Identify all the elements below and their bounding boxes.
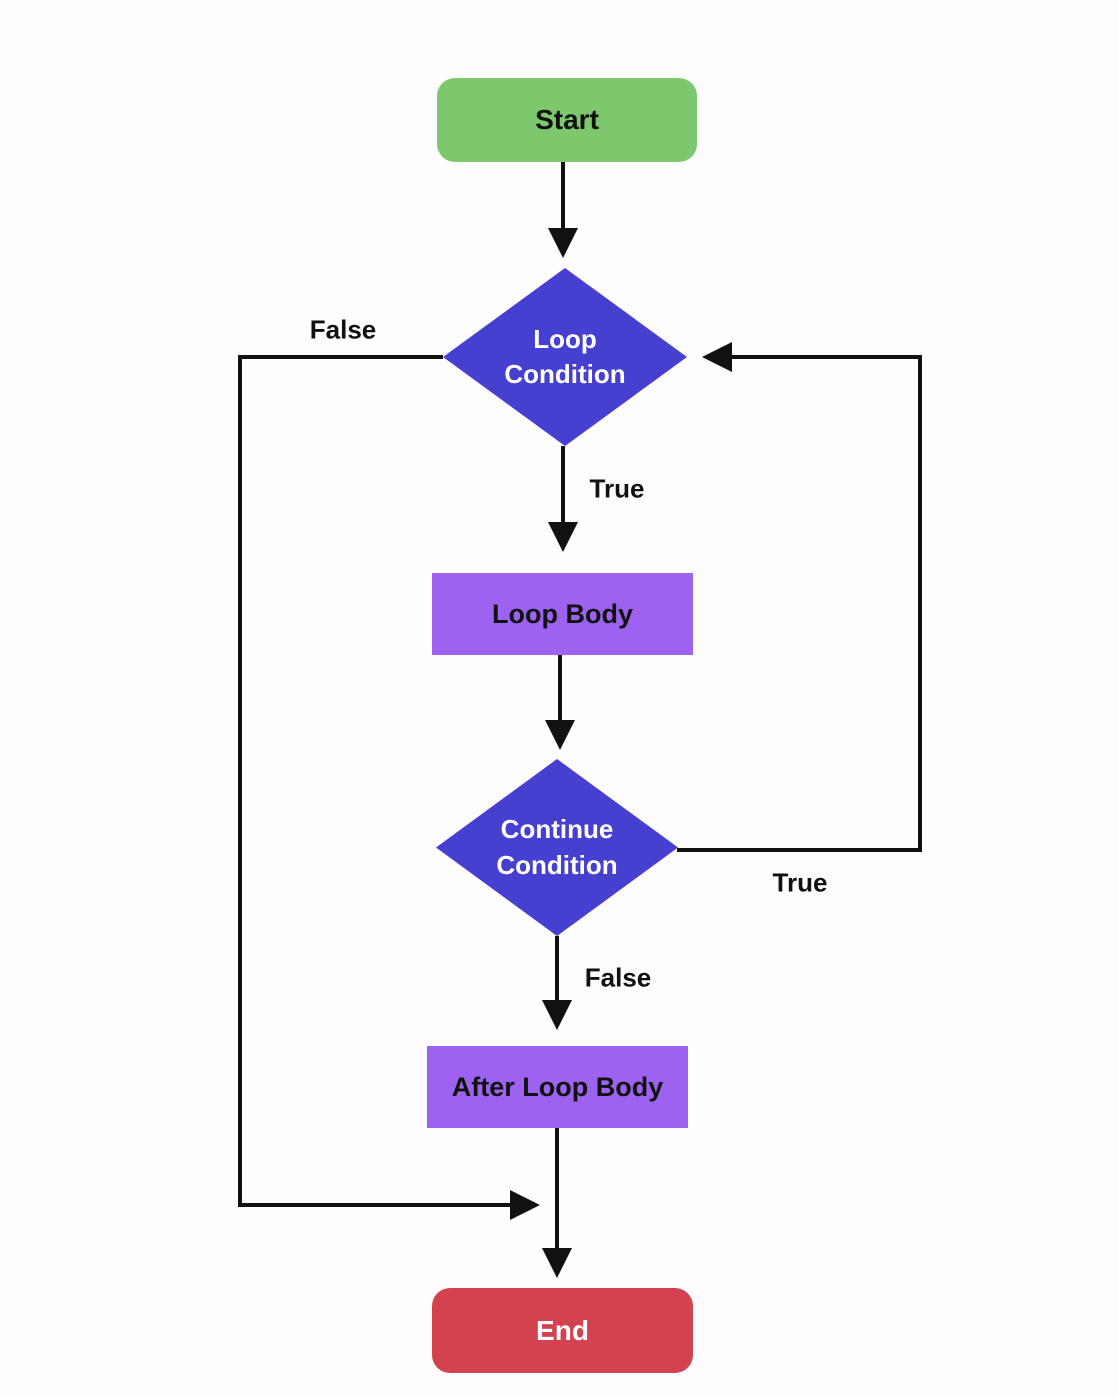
- flowchart-node-after-loop-body: After Loop Body: [427, 1046, 688, 1128]
- edge-label-false-bottom: False: [584, 962, 652, 993]
- edge-label-false-top: False: [309, 314, 377, 345]
- arrowhead-loop-condition-to-loop-body: [548, 522, 578, 552]
- edge-label-true-top: True: [589, 473, 645, 504]
- arrowhead-continue-condition-true-loopback: [702, 342, 732, 372]
- edge-label-true-right: True: [772, 867, 828, 898]
- edge-continue-condition-true-loopback: [677, 355, 922, 852]
- node-loop-condition-label: Loop Condition: [504, 323, 626, 389]
- arrowhead-loop-condition-false-path: [510, 1190, 540, 1220]
- node-loop-body-label: Loop Body: [492, 598, 633, 629]
- node-after-loop-body-label: After Loop Body: [451, 1071, 664, 1102]
- flowchart-node-start: Start: [437, 78, 697, 162]
- arrowhead-loop-body-to-continue-condition: [545, 720, 575, 750]
- flowchart-node-loop-body: Loop Body: [432, 573, 693, 655]
- node-end-label: End: [536, 1314, 589, 1346]
- node-continue-condition-label: Continue Condition: [496, 814, 618, 880]
- node-start-label: Start: [535, 104, 599, 135]
- flowchart-node-end: End: [432, 1288, 693, 1373]
- edge-loop-condition-false-path: [238, 355, 513, 1207]
- arrowhead-continue-condition-to-after-loop-body: [542, 1000, 572, 1030]
- arrowhead-after-loop-body-to-end: [542, 1248, 572, 1278]
- arrowhead-start-to-loop-condition: [548, 228, 578, 258]
